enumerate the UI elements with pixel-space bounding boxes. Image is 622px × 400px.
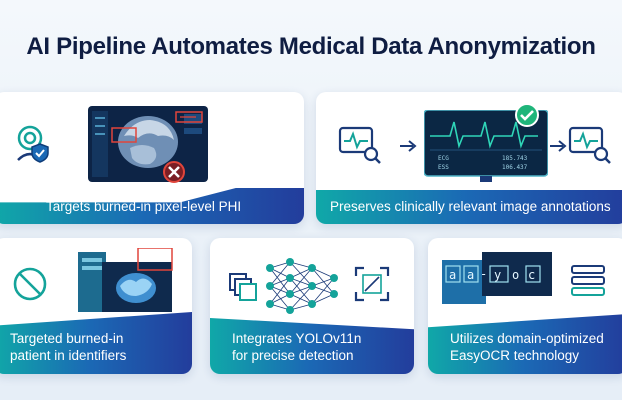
neural-network-icon — [266, 258, 338, 314]
waveform-magnifier-icon — [568, 126, 611, 164]
card-caption-line: for precise detection — [232, 348, 354, 363]
ecg-monitor-image: ECG 185.743 ESS 106.437 — [424, 110, 548, 182]
redaction-mark-icon — [163, 161, 185, 183]
shield-scan-icon — [17, 125, 49, 163]
card-caption-band — [316, 190, 622, 224]
monitor-label-ess: ESS — [438, 164, 449, 171]
arrow-right-icon — [550, 140, 567, 152]
card-caption-band — [210, 318, 414, 374]
monitor-value-2: 106.437 — [502, 164, 528, 171]
card-caption: Targets burned-in pixel-level PHI — [46, 199, 242, 214]
card-caption: Preserves clinically relevant image anno… — [330, 199, 611, 214]
waveform-magnifier-icon — [338, 126, 381, 164]
ocr-glyphs-image: a a - y o c — [442, 252, 552, 304]
card-caption-line: patient in identifiers — [10, 348, 127, 363]
card-preserves-annotations: ECG 185.743 ESS 106.437 Preserves clinic… — [316, 92, 622, 224]
check-badge-icon — [515, 103, 539, 127]
page-title: AI Pipeline Automates Medical Data Anony… — [26, 33, 596, 60]
ocr-glyph: c — [528, 268, 535, 282]
mri-scan-image — [88, 106, 208, 182]
ocr-dash: - — [480, 267, 487, 281]
ocr-glyph: y — [494, 268, 501, 282]
target-frame-icon — [354, 266, 390, 302]
arrow-right-icon — [400, 140, 417, 152]
card-patient-identifiers: Targeted burned-in patient in identifier… — [0, 238, 192, 374]
annotation-box-icon — [175, 111, 203, 123]
card-easyocr: a a - y o c Utilizes domain-optimized Ea… — [428, 238, 622, 374]
stacked-layers-icon — [229, 273, 257, 301]
text-lines-icon — [571, 265, 605, 296]
card-caption-line: Integrates YOLOv11n — [232, 331, 362, 346]
card-caption-line: Targeted burned-in — [10, 331, 124, 346]
card-caption-line: Utilizes domain-optimized — [450, 331, 604, 346]
card-yolo-detection: Integrates YOLOv11n for precise detectio… — [210, 238, 414, 374]
ocr-glyph: o — [512, 268, 519, 282]
ocr-glyph: a — [449, 268, 456, 282]
no-symbol-icon — [13, 267, 47, 301]
brain-scan-image — [78, 248, 173, 312]
card-caption-line: EasyOCR technology — [450, 348, 580, 363]
ocr-glyph: a — [467, 268, 474, 282]
monitor-value-1: 185.743 — [502, 155, 528, 162]
card-burned-in-phi: Targets burned-in pixel-level PHI — [0, 92, 304, 224]
monitor-label-ecg: ECG — [438, 155, 449, 162]
